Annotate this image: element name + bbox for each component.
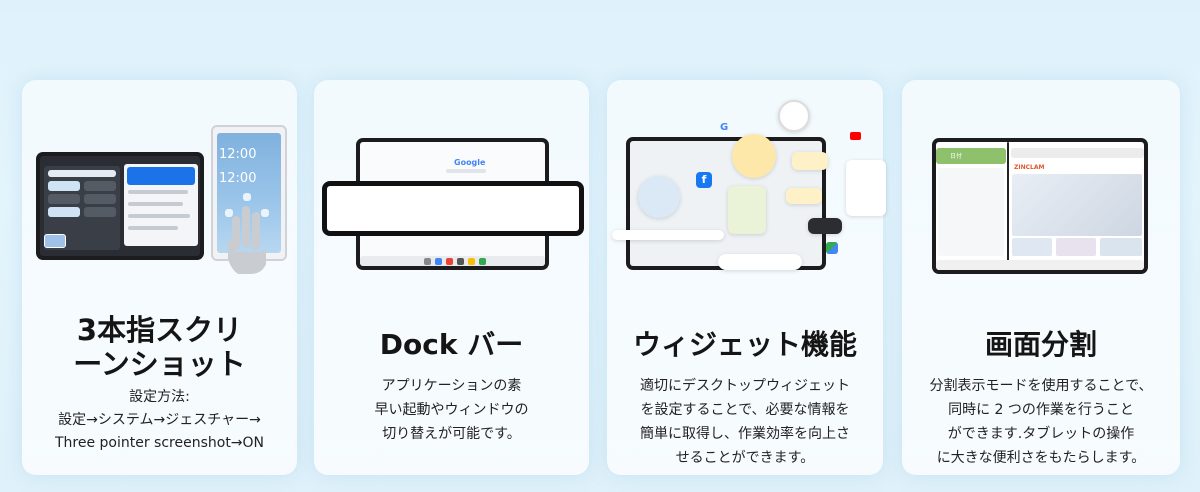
card2-title: Dock バー [379,328,524,361]
clock-widget [778,100,810,132]
product-banner [1012,174,1142,236]
product-tile [1056,238,1096,256]
card2-description: アプリケーションの素 早い起動やウィンドウの 切り替えが可能です。 [314,374,589,446]
tablet-screen: 日付 ZINCLAM [936,142,1144,270]
card4-desc-line: に大きな便利さをもたらします。 [936,450,1146,466]
card1-title-line: 3本指スクリ [76,313,243,347]
tablet-screen [40,156,200,256]
card2-desc-line: アプリケーションの素 [381,378,522,394]
calendar-app-label: 日付 [950,153,963,160]
screenshot-thumbnail [44,234,66,248]
browser-toolbar [1011,148,1144,158]
google-logo: Google [454,158,486,167]
card1-title: 3本指スクリ ーンショット [22,313,297,381]
app-icon [225,209,233,217]
google-g-icon: G [720,122,729,133]
maps-icon [826,242,838,254]
dock-app-icon [435,258,442,265]
quick-tile [48,181,80,191]
dock-strip [936,260,1144,270]
store-brand: ZINCLAM [1014,164,1045,171]
quick-tile [48,194,80,204]
youtube-icon [850,132,861,140]
contact-widget [728,186,766,234]
compass-widget [732,134,776,178]
product-tile [1012,238,1052,256]
three-finger-hand-icon [228,206,266,274]
search-bar [446,169,486,173]
quick-tile [84,207,116,217]
facebook-icon: f [696,172,712,188]
facebook-glyph: f [701,173,707,186]
notification-row [128,214,190,218]
card1-desc-line: 設定方法: [129,389,190,405]
card4-desc-line: 分割表示モードを使用することで、 [929,378,1153,394]
dock-app-icon [479,258,486,265]
dock-app-icon [468,258,475,265]
lock-widget [638,176,680,218]
tablet-mock: 日付 ZINCLAM [932,138,1148,274]
card1-title-line: ーンショット [73,347,246,381]
quick-tile [48,207,80,217]
card3-desc-line: を設定することで、必要な情報を [640,402,850,418]
split-divider [1007,142,1009,270]
card3-desc-line: 適切にデスクトップウィジェット [640,378,850,394]
quick-tile [84,181,116,191]
card1-description: 設定方法: 設定→システム→ジェスチャー→ Three pointer scre… [22,386,297,455]
notification-row [128,190,188,194]
tablet-mock [36,152,204,260]
weather-widget [792,152,828,170]
dark-toggle-widget [808,218,842,234]
card4-desc-line: ができます.タブレットの操作 [947,426,1135,442]
calendar-grid [938,168,1004,256]
dock-bar-zoom [322,181,584,236]
card2-desc-line: 切り替えが可能です。 [382,426,521,442]
product-tile [1100,238,1142,256]
card3-title: ウィジェット機能 [632,328,857,361]
toggle-bar-widget [612,230,724,240]
notification-row [128,226,178,230]
settings-panel-widget [846,160,886,216]
notification-header [127,167,195,185]
card4-description: 分割表示モードを使用することで、 同時に 2 つの作業を行うこと ができます.タ… [902,374,1180,470]
phone-clock: 12:00 [219,171,257,186]
card3-desc-line: せることができます。 [675,450,815,466]
message-widget [718,254,802,270]
card3-desc-line: 簡単に取得し、作業効率を向上さ [640,426,850,442]
calendar-header [936,148,1006,164]
card4-title: 画面分割 [984,328,1097,361]
dock-app-icon [457,258,464,265]
card4-desc-line: 同時に 2 つの作業を行うこと [948,402,1134,418]
card1-desc-line: Three pointer screenshot→ON [54,435,265,451]
card2-desc-line: 早い起動やウィンドウの [374,402,529,418]
app-icon [261,209,269,217]
card1-desc-line: 設定→システム→ジェスチャー→ [58,412,261,428]
quick-tile [84,194,116,204]
notification-row [128,202,183,206]
app-icon [243,193,251,201]
card3-description: 適切にデスクトップウィジェット を設定することで、必要な情報を 簡単に取得し、作… [607,374,883,470]
weather-widget [786,188,822,204]
quick-tile [48,170,116,177]
dock-app-icon [424,258,431,265]
phone-clock: 12:00 [219,147,257,162]
dock-app-icon [446,258,453,265]
